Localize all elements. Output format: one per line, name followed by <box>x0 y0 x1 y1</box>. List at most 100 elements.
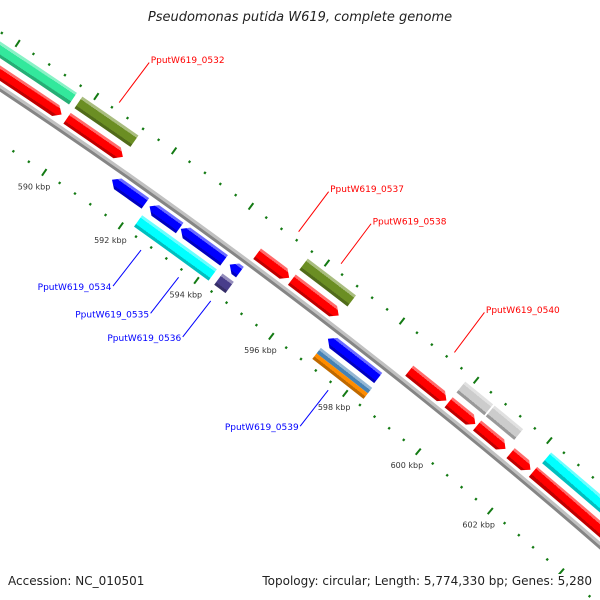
outer-ruler-minor-tick <box>47 62 51 67</box>
outer-ruler-minor-tick <box>445 354 449 359</box>
inner-ruler-minor-tick <box>445 473 449 477</box>
cog-category-bar <box>485 405 524 440</box>
gene-label[interactable]: PputW619_0539 <box>225 423 299 433</box>
outer-ruler-minor-tick <box>156 138 161 142</box>
outer-ruler-minor-tick <box>518 414 522 418</box>
inner-ruler-minor-tick <box>164 256 168 261</box>
label-leader-line <box>299 389 329 427</box>
inner-ruler-minor-tick <box>531 545 535 549</box>
outer-ruler-minor-tick <box>310 250 314 254</box>
inner-ruler-minor-tick <box>517 533 521 537</box>
outer-ruler-major-tick <box>170 146 178 155</box>
inner-ruler <box>11 149 592 598</box>
inner-ruler-minor-tick <box>88 202 92 206</box>
inner-ruler-minor-tick <box>224 301 229 305</box>
outer-ruler-minor-tick <box>295 238 299 242</box>
inner-ruler-major-tick <box>557 567 565 576</box>
inner-ruler-minor-tick <box>284 346 288 350</box>
inner-ruler-major-tick <box>41 168 48 177</box>
cog-category-bar <box>0 41 77 105</box>
label-leader-line <box>298 191 330 232</box>
outer-ruler-minor-tick <box>503 402 508 406</box>
inner-ruler-major-tick <box>268 332 275 341</box>
outer-ruler-major-tick <box>398 317 406 325</box>
inner-ruler-minor-tick <box>239 312 244 316</box>
accession-text: Accession: NC_010501 <box>8 574 145 588</box>
inner-ruler-minor-tick <box>358 403 362 407</box>
cog-category-bar <box>312 353 368 399</box>
outer-ruler-minor-tick <box>79 84 83 88</box>
label-leader-line <box>454 312 485 353</box>
ruler-position-label: 602 kbp <box>462 520 495 529</box>
outer-ruler-minor-tick <box>187 160 192 164</box>
gene-label[interactable]: PputW619_0532 <box>151 56 225 66</box>
inner-ruler-minor-tick <box>254 323 259 327</box>
outer-ruler-minor-tick <box>370 296 374 300</box>
forward-gene-arrow <box>405 365 447 402</box>
inner-ruler-minor-tick <box>11 149 15 153</box>
cog-category-bar <box>456 381 494 416</box>
gene-label[interactable]: PputW619_0538 <box>373 217 447 227</box>
inner-ruler-minor-tick <box>387 426 391 430</box>
outer-ruler-major-tick <box>323 259 331 267</box>
ruler-position-label: 594 kbp <box>170 290 203 299</box>
inner-ruler-major-tick <box>486 507 494 515</box>
reverse-cog-track <box>134 215 373 399</box>
outer-ruler-minor-tick <box>355 284 359 288</box>
outer-ruler-minor-tick <box>415 331 419 335</box>
ruler-position-label: 592 kbp <box>94 236 127 245</box>
outer-ruler-major-tick <box>93 92 100 101</box>
inner-ruler-minor-tick <box>58 181 62 185</box>
reverse-gene-arrow <box>112 178 150 209</box>
feature-labels: PputW619_0532PputW619_0537PputW619_0538P… <box>38 56 560 433</box>
cog-category-bar <box>316 347 373 394</box>
forward-gene-arrow <box>287 274 339 317</box>
outer-ruler-minor-tick <box>430 342 434 347</box>
outer-ruler-minor-tick <box>279 227 284 231</box>
inner-ruler-major-tick <box>117 221 124 230</box>
inner-ruler-minor-tick <box>372 414 377 419</box>
cog-category-bar <box>214 273 234 294</box>
label-leader-line <box>150 276 179 314</box>
inner-ruler-major-tick <box>341 389 349 398</box>
outer-ruler-major-tick <box>546 436 553 445</box>
outer-ruler-minor-tick <box>489 390 493 394</box>
forward-gene-arrow <box>253 248 290 279</box>
inner-ruler-minor-tick <box>328 380 333 384</box>
reverse-gene-arrow <box>180 227 228 266</box>
reverse-cds-track <box>112 178 383 384</box>
outer-ruler-minor-tick <box>340 272 344 277</box>
inner-ruler-minor-tick <box>587 594 592 598</box>
outer-ruler-minor-tick <box>385 307 389 311</box>
inner-ruler-minor-tick <box>149 245 153 250</box>
inner-ruler-minor-tick <box>299 357 303 361</box>
outer-ruler-minor-tick <box>141 127 145 131</box>
outer-ruler-minor-tick <box>125 116 130 120</box>
cog-category-bar <box>134 215 217 281</box>
inner-ruler-minor-tick <box>431 461 435 466</box>
genome-summary-text: Topology: circular; Length: 5,774,330 bp… <box>262 574 592 588</box>
outer-ruler-minor-tick <box>533 426 537 431</box>
gene-label[interactable]: PputW619_0540 <box>486 306 560 316</box>
gene-label[interactable]: PputW619_0534 <box>38 283 112 293</box>
outer-ruler-minor-tick <box>31 52 36 56</box>
outer-ruler-major-tick <box>247 202 255 211</box>
forward-gene-arrow <box>472 420 506 450</box>
outer-ruler-minor-tick <box>591 475 595 479</box>
gene-label[interactable]: PputW619_0535 <box>75 310 149 320</box>
label-leader-line <box>118 62 150 103</box>
gene-label[interactable]: PputW619_0537 <box>330 185 404 195</box>
forward-gene-arrow <box>506 448 531 471</box>
outer-ruler <box>0 31 595 479</box>
cog-category-bar <box>542 452 600 513</box>
reverse-gene-arrow <box>229 263 244 278</box>
forward-gene-arrow <box>444 397 476 425</box>
outer-ruler-minor-tick <box>63 73 67 77</box>
outer-ruler-minor-tick <box>459 366 464 370</box>
inner-ruler-minor-tick <box>545 557 549 562</box>
gene-label[interactable]: PputW619_0536 <box>107 334 181 344</box>
outer-ruler-minor-tick <box>264 215 268 220</box>
